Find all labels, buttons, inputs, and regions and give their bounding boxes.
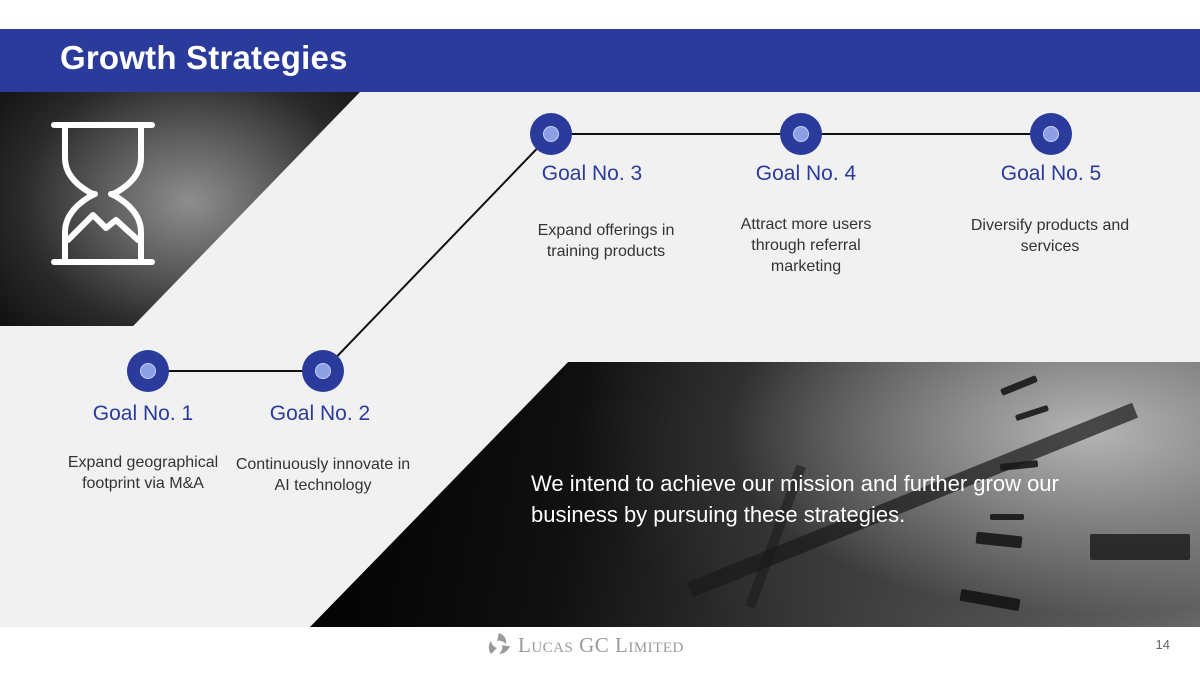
goal-2-description: Continuously innovate in AI technology — [235, 456, 411, 494]
logo-emblem-icon — [488, 633, 510, 654]
title-bar: Growth Strategies — [0, 29, 1200, 92]
goal-1-label: Goal No. 1 — [92, 402, 194, 425]
goal-4-description: Attract more users through referral mark… — [740, 216, 872, 275]
goal-3-label: Goal No. 3 — [541, 162, 643, 185]
goal-1-description: Expand geographical footprint via M&A — [67, 454, 219, 492]
hourglass-icon — [51, 122, 155, 265]
page-number: 14 — [1155, 637, 1170, 652]
company-logo: Lucas GC Limited — [486, 632, 684, 658]
company-name: Lucas GC Limited — [518, 632, 684, 657]
goal-node-3 — [530, 113, 572, 155]
goal-node-4 — [780, 113, 822, 155]
page-title: Growth Strategies — [60, 39, 348, 76]
goal-node-2 — [302, 350, 344, 392]
goal-node-5 — [1030, 113, 1072, 155]
goal-3-description: Expand offerings in training products — [537, 222, 675, 260]
goal-4-label: Goal No. 4 — [755, 162, 857, 185]
mission-statement: We intend to achieve our mission and fur… — [531, 471, 1059, 527]
goal-5-description: Diversify products and services — [970, 217, 1130, 255]
goal-2-label: Goal No. 2 — [269, 402, 371, 425]
goal-node-1 — [127, 350, 169, 392]
goal-5-label: Goal No. 5 — [1000, 162, 1102, 185]
